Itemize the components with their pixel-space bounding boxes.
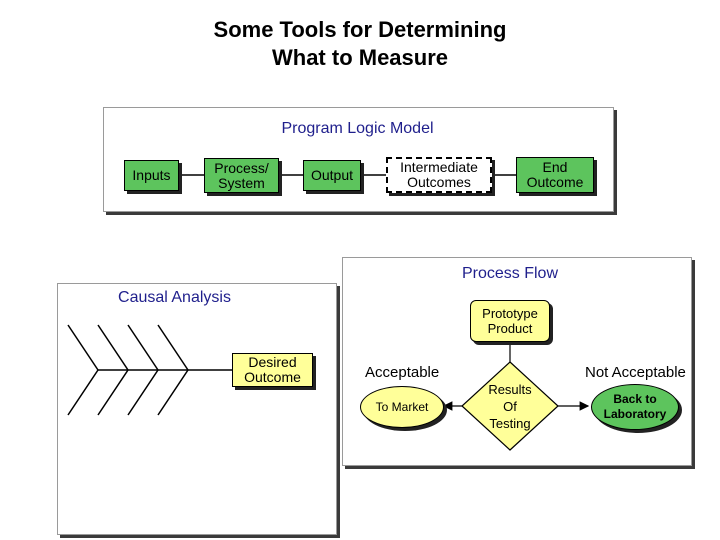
fishbone-bone <box>157 324 189 371</box>
process-label-line2: System <box>218 174 265 191</box>
results-line3: Testing <box>489 416 531 431</box>
causal-analysis-title: Causal Analysis <box>118 289 231 306</box>
fishbone-bone <box>97 369 129 416</box>
results-of-testing-label: Results Of Testing <box>470 381 550 432</box>
output-label: Output <box>310 167 354 183</box>
logic-model-title: Program Logic Model <box>281 120 434 137</box>
intermediate-label-line1: Intermediate <box>400 159 478 175</box>
results-line1: Results <box>488 382 532 397</box>
fishbone-bone <box>67 369 99 416</box>
fishbone-bone <box>127 369 159 416</box>
fishbone-bone <box>127 324 159 371</box>
fishbone-bone <box>67 324 99 371</box>
desired-outcome-box: Desired Outcome <box>232 353 313 387</box>
inputs-label: Inputs <box>132 167 171 183</box>
desired-outcome-line1: Desired <box>248 354 297 370</box>
fishbone-bone <box>97 324 129 371</box>
back-line1: Back to <box>613 392 657 406</box>
intermediate-label-line2: Outcomes <box>407 174 471 190</box>
end-outcome-line1: End <box>542 159 568 175</box>
fishbone-bone <box>157 369 189 416</box>
not-acceptable-label: Not Acceptable <box>585 364 686 381</box>
prototype-line2: Product <box>487 321 533 336</box>
causal-analysis-panel <box>57 283 337 535</box>
prototype-product-box: Prototype Product <box>470 300 550 342</box>
title-line-2: What to Measure <box>271 45 449 70</box>
back-to-laboratory-node: Back to Laboratory <box>591 384 679 430</box>
intermediate-outcomes-box: Intermediate Outcomes <box>386 157 492 193</box>
end-outcome-line2: Outcome <box>526 174 584 190</box>
output-box: Output <box>303 160 361 191</box>
page-title: Some Tools for Determining What to Measu… <box>0 16 720 72</box>
to-market-label: To Market <box>375 400 429 414</box>
to-market-node: To Market <box>360 386 444 428</box>
process-label-line1: Process/ <box>214 159 269 176</box>
title-line-1: Some Tools for Determining <box>213 17 507 42</box>
end-outcome-box: End Outcome <box>516 157 594 193</box>
back-line2: Laboratory <box>603 407 667 421</box>
results-decision-diamond <box>461 361 559 451</box>
prototype-line1: Prototype <box>482 306 538 321</box>
desired-outcome-line2: Outcome <box>244 369 301 385</box>
process-system-box: Process/ System <box>204 158 279 193</box>
process-flow-title: Process Flow <box>461 265 559 282</box>
acceptable-label: Acceptable <box>365 364 440 381</box>
results-line2: Of <box>503 399 517 414</box>
inputs-box: Inputs <box>124 160 179 191</box>
